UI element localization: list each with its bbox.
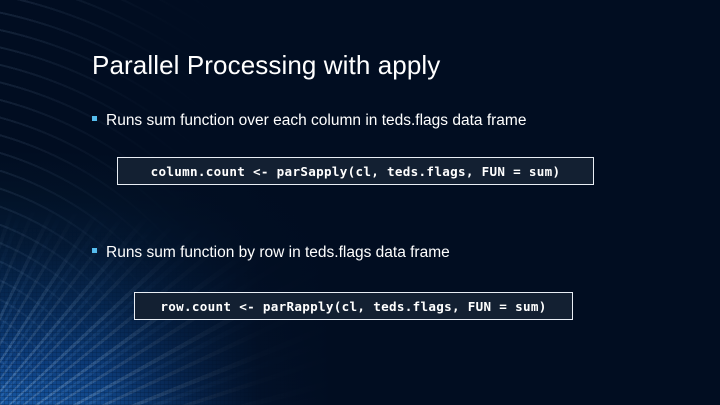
slide-title: Parallel Processing with apply bbox=[92, 50, 441, 80]
code-block-2: row.count <- parRapply(cl, teds.flags, F… bbox=[134, 292, 573, 320]
code-block-1: column.count <- parSapply(cl, teds.flags… bbox=[117, 157, 594, 185]
code-block-1-text: column.count <- parSapply(cl, teds.flags… bbox=[150, 163, 561, 179]
bullet-item-1: Runs sum function over each column in te… bbox=[92, 112, 526, 130]
bullet-item-1-label: Runs sum function over each column in te… bbox=[106, 112, 527, 129]
square-bullet-icon bbox=[92, 116, 97, 121]
square-bullet-icon bbox=[92, 248, 97, 253]
bullet-item-2-label: Runs sum function by row in teds.flags d… bbox=[106, 244, 450, 261]
bullet-item-2: Runs sum function by row in teds.flags d… bbox=[92, 244, 450, 262]
code-block-2-text: row.count <- parRapply(cl, teds.flags, F… bbox=[160, 298, 547, 314]
